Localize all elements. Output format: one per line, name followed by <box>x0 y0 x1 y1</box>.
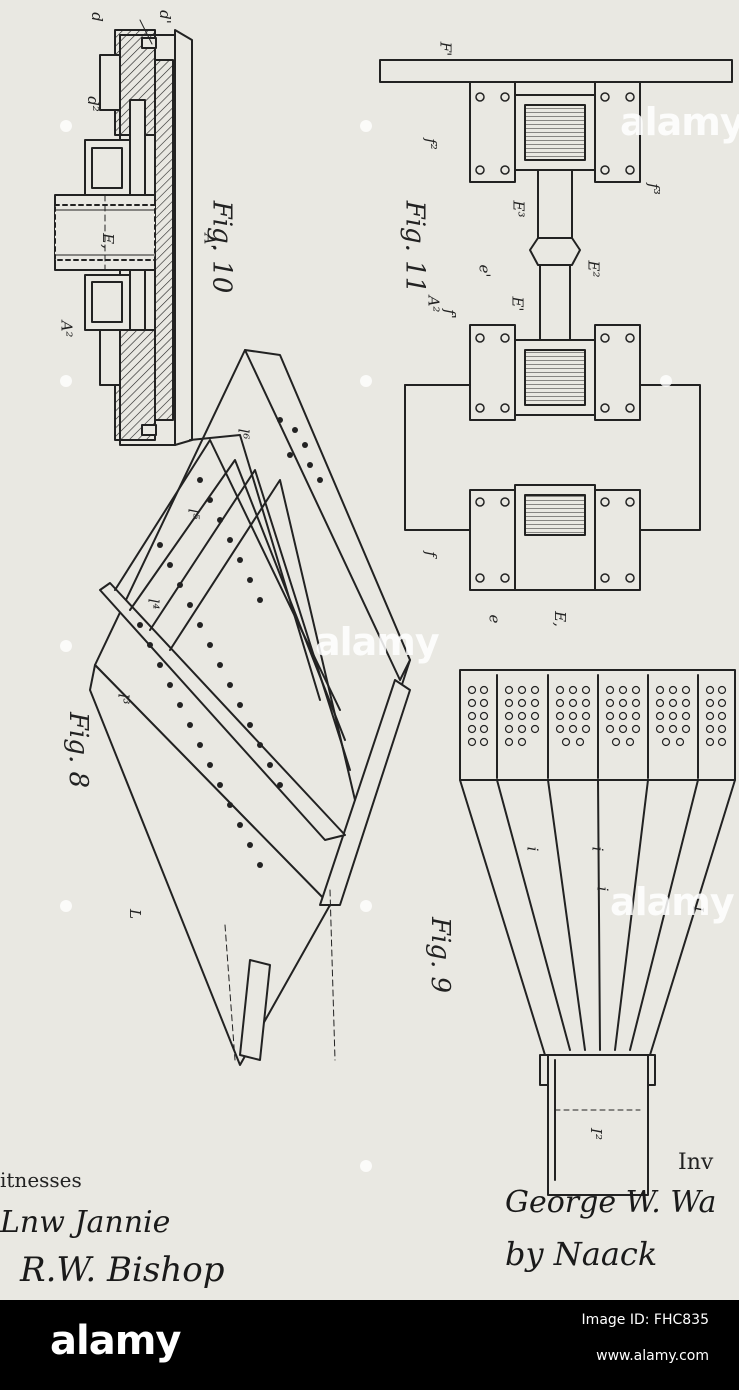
ref-E2: E² <box>584 260 603 278</box>
fig8-drawing <box>89 349 411 1066</box>
ref-i-3: i <box>593 886 612 892</box>
fig9-drawing <box>459 669 736 1196</box>
ref-A2-fig10: A² <box>57 320 76 338</box>
ref-d: d <box>87 12 106 22</box>
ref-A-prime: A' <box>200 233 219 249</box>
ref-A2-fig11: A² <box>424 295 443 313</box>
fig8-title: Fig. 8 <box>63 711 94 789</box>
ref-e-prime: e' <box>475 264 494 278</box>
ref-i-2: i <box>588 846 607 852</box>
alamy-logo[interactable]: alamy <box>50 1318 181 1364</box>
ref-l4: l⁴ <box>144 598 163 610</box>
fig10-drawing <box>54 19 193 446</box>
image-id: Image ID: FHC835 <box>581 1312 709 1328</box>
watermark-tile: alamy <box>610 880 735 924</box>
site-url[interactable]: www.alamy.com <box>596 1348 709 1364</box>
watermark-tile: alamy <box>315 620 440 664</box>
watermark-dot <box>360 900 372 912</box>
patent-drawing <box>54 19 736 1196</box>
ref-F-prime: F' <box>436 41 455 57</box>
watermark-dot <box>360 375 372 387</box>
ref-l5: l⁵ <box>184 508 203 520</box>
watermark-dot <box>660 375 672 387</box>
ref-L: L <box>125 909 144 919</box>
fig11-drawing <box>379 59 733 591</box>
ref-l6: l⁶ <box>234 428 253 440</box>
ref-E3: E³ <box>509 200 528 218</box>
fig9-title: Fig. 9 <box>425 916 456 994</box>
ref-I2: I² <box>586 1128 605 1140</box>
ref-f-prime: f' <box>440 309 459 319</box>
ref-E-fig10: E, <box>98 233 117 249</box>
ref-f: f <box>421 551 440 557</box>
ref-d-prime: d' <box>155 10 174 24</box>
inventor-signature: George W. Wa <box>505 1185 717 1220</box>
ref-f2: f² <box>421 138 440 150</box>
ref-d2: d² <box>83 96 102 112</box>
watermark-dot <box>360 120 372 132</box>
watermark-dot <box>60 120 72 132</box>
witness-signature-1: Lnw Jannie <box>0 1205 171 1240</box>
patent-sheet: Fig. 10 Fig. 11 Fig. 8 Fig. 9 d d' d² E,… <box>0 0 739 1300</box>
watermark-dot <box>60 375 72 387</box>
watermark-dot <box>360 1160 372 1172</box>
watermark-dot <box>60 640 72 652</box>
witnesses-label: itnesses <box>0 1168 82 1192</box>
footer-bar: alamy Image ID: FHC835 www.alamy.com <box>0 1300 739 1390</box>
inventor-label-fragment: Inv <box>678 1150 714 1175</box>
ref-i-1: i <box>523 846 542 852</box>
ref-l3: l³ <box>114 693 133 705</box>
ref-f3: f³ <box>644 183 663 195</box>
ref-E-fig11: E, <box>550 611 569 627</box>
watermark-tile: alamy <box>620 100 739 144</box>
witness-signature-2: R.W. Bishop <box>20 1250 225 1290</box>
fig9-perforations <box>467 685 727 747</box>
ref-E-prime: E' <box>508 296 527 312</box>
ref-e: e <box>485 614 504 624</box>
watermark-dot <box>60 900 72 912</box>
fig11-title: Fig. 11 <box>399 200 430 294</box>
attorney-signature: by Naack <box>505 1235 658 1273</box>
